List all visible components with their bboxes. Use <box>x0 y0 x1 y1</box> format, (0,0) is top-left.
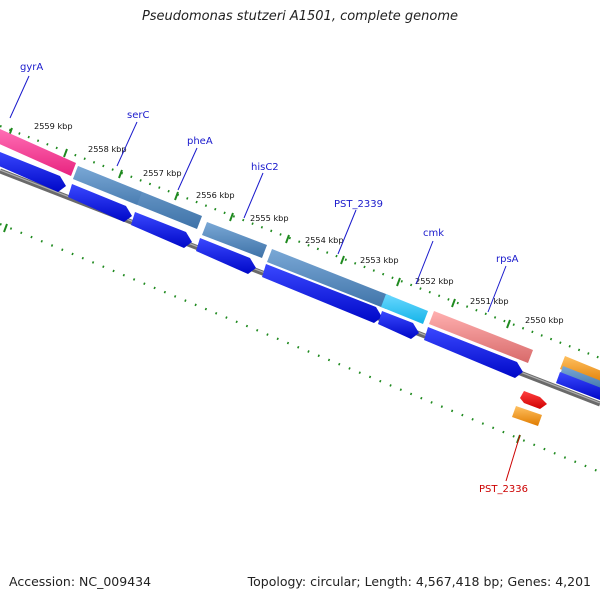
major-tick <box>63 148 68 158</box>
kbp-label: 2554 kbp <box>305 235 344 245</box>
kbp-label: 2556 kbp <box>196 190 235 200</box>
gene-label-rpsA: rpsA <box>496 254 519 265</box>
cds-arrow <box>68 184 132 222</box>
accession-text: Accession: NC_009434 <box>9 574 152 589</box>
gene-red-arrow <box>520 391 547 409</box>
gene-PST_2336 <box>512 406 542 426</box>
forward-strand-cds <box>0 152 600 400</box>
gene-label-hisC2: hisC2 <box>251 162 279 173</box>
kbp-label: 2553 kbp <box>360 255 399 265</box>
reverse-strand-genes <box>0 129 600 391</box>
topology-text: Topology: circular; Length: 4,567,418 bp… <box>247 574 591 589</box>
cds-arrow-right <box>556 372 600 400</box>
kbp-label: 2557 kbp <box>143 168 182 178</box>
gene-label-PST_2336: PST_2336 <box>479 484 528 495</box>
major-tick <box>285 234 290 244</box>
cds-arrow <box>131 212 192 248</box>
kbp-label: 2551 kbp <box>470 296 509 306</box>
cds-arrow <box>262 264 382 323</box>
kbp-label: 2555 kbp <box>250 213 289 223</box>
cds-arrow <box>378 311 419 339</box>
kbp-label: 2559 kbp <box>34 121 73 131</box>
gene-hisC2 <box>202 222 267 258</box>
gene-gyrA <box>0 129 76 176</box>
kbp-label: 2550 kbp <box>525 315 564 325</box>
gene-rpsA <box>429 311 533 363</box>
major-tick <box>174 191 179 201</box>
label-leaders <box>9 75 507 313</box>
major-tick <box>340 255 345 265</box>
kbp-label: 2552 kbp <box>415 276 454 286</box>
cds-arrow <box>0 152 66 192</box>
gene-cmk <box>381 294 428 324</box>
major-tick <box>451 298 456 308</box>
major-tick <box>396 277 401 287</box>
major-tick <box>506 319 511 329</box>
gene-label-pheA: pheA <box>187 136 213 147</box>
major-tick <box>118 169 123 179</box>
outer-tick-track <box>0 124 600 360</box>
major-tick <box>229 212 234 222</box>
gene-PST_2339 <box>267 249 391 309</box>
major-tick <box>3 223 8 233</box>
gene-label-cmk: cmk <box>423 228 444 239</box>
gene-label-gyrA: gyrA <box>20 62 43 73</box>
label-leader-red <box>505 434 521 482</box>
gene-pheA <box>73 166 142 205</box>
gene-label-serC: serC <box>127 110 149 121</box>
kbp-label: 2558 kbp <box>88 144 127 154</box>
cds-arrow <box>424 327 523 378</box>
gene-label-PST_2339: PST_2339 <box>334 199 383 210</box>
page-title: Pseudomonas stutzeri A1501, complete gen… <box>141 9 459 24</box>
cds-arrow <box>196 238 256 274</box>
